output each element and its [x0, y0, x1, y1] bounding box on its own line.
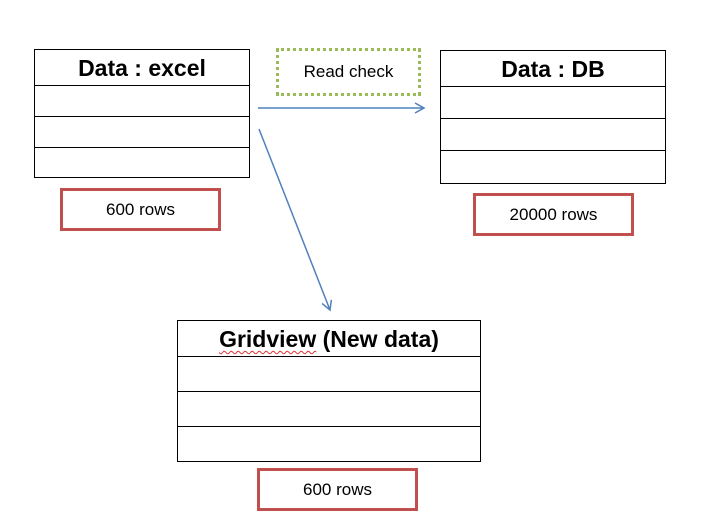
db-table-row — [441, 151, 665, 183]
excel-table-row — [35, 86, 249, 117]
excel-table-title: Data : excel — [35, 50, 249, 86]
gridview-table-row — [178, 392, 480, 427]
excel-table-row — [35, 117, 249, 148]
gridview-table-row — [178, 427, 480, 461]
excel-table: Data : excel — [34, 49, 250, 178]
read-check-label: Read check — [303, 62, 394, 81]
db-table-row — [441, 87, 665, 119]
gridview-title-word: Gridview — [219, 326, 317, 352]
excel-row-count: 600 rows — [60, 188, 221, 231]
excel-to-gridview-arrow — [258, 128, 333, 312]
excel-table-row — [35, 148, 249, 177]
gridview-table-title: Gridview (New data) — [178, 321, 480, 357]
gridview-title-rest: (New data) — [316, 326, 439, 352]
db-row-count: 20000 rows — [473, 193, 634, 236]
gridview-table: Gridview (New data) — [177, 320, 481, 462]
excel-row-count-label: 600 rows — [106, 200, 175, 219]
gridview-row-count: 600 rows — [257, 468, 418, 511]
db-table-row — [441, 119, 665, 151]
read-check-box: Read check — [276, 48, 421, 96]
db-row-count-label: 20000 rows — [509, 205, 598, 224]
gridview-table-row — [178, 357, 480, 392]
gridview-row-count-label: 600 rows — [303, 480, 372, 499]
db-table: Data : DB — [440, 50, 666, 184]
db-table-title: Data : DB — [441, 51, 665, 87]
